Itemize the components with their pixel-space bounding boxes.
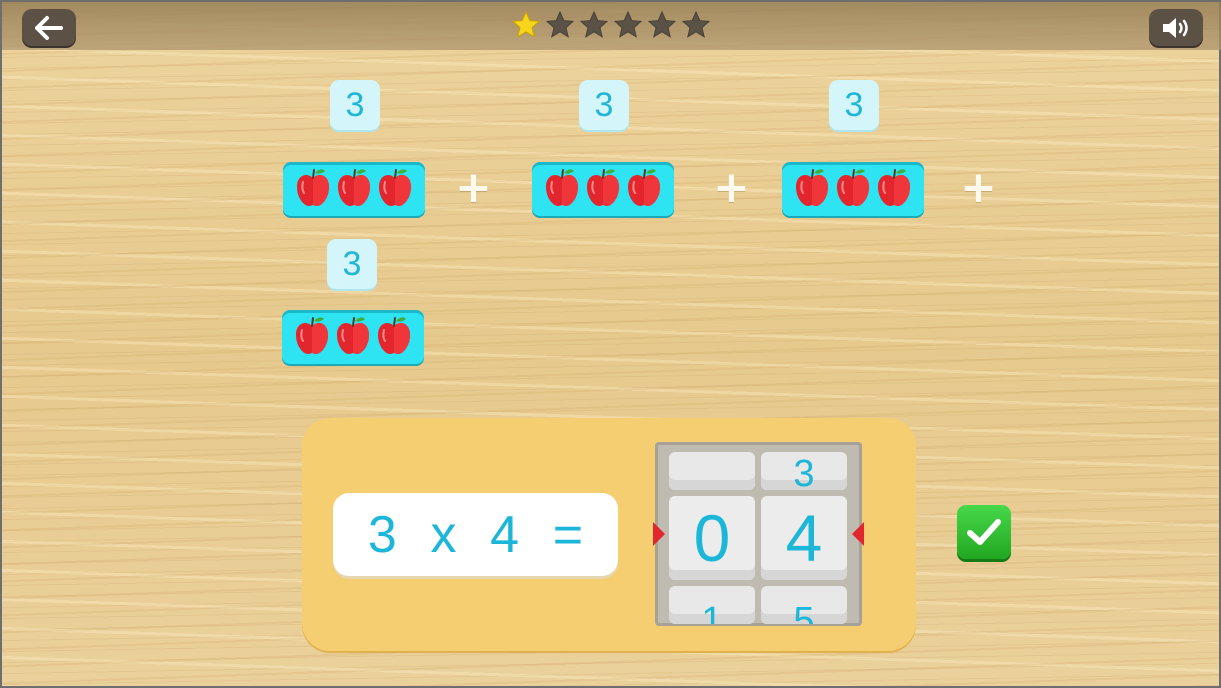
group-count: 3	[345, 85, 365, 124]
equation-left: 3	[367, 505, 397, 564]
ones-digit-wheel[interactable]: 4	[761, 496, 847, 580]
apple-icon	[293, 166, 333, 212]
answer-roller: 0 1 3 4 5	[655, 442, 862, 626]
equation-right: 4	[490, 505, 520, 564]
star-filled-icon	[511, 10, 541, 38]
group-count-tile: 3	[829, 80, 879, 130]
star-empty-icon	[579, 10, 609, 38]
star-empty-icon	[681, 10, 711, 38]
group-count-tile: 3	[330, 80, 380, 130]
ones-next-digit[interactable]: 5	[761, 586, 847, 624]
star-empty-icon	[545, 10, 575, 38]
equation-operator: x	[430, 505, 457, 564]
apple-tray	[283, 162, 425, 216]
apple-tray	[282, 310, 424, 364]
star-empty-icon	[613, 10, 643, 38]
apple-tray	[532, 162, 674, 216]
apple-icon	[874, 166, 914, 212]
group-count: 3	[594, 85, 614, 124]
apple-icon	[375, 166, 415, 212]
ones-digit: 4	[785, 501, 823, 575]
tens-digit-wheel[interactable]: 0	[669, 496, 755, 580]
apple-icon	[833, 166, 873, 212]
apple-icon	[583, 166, 623, 212]
ones-previous-digit[interactable]: 3	[761, 452, 847, 490]
plus-sign: +	[960, 162, 997, 213]
top-bar	[2, 2, 1221, 50]
apple-tray	[782, 162, 924, 216]
arrow-left-icon	[35, 15, 63, 40]
apple-icon	[374, 314, 414, 360]
group-count: 3	[844, 85, 864, 124]
plus-sign: +	[713, 162, 750, 213]
apple-icon	[542, 166, 582, 212]
tens-next-digit[interactable]: 1	[669, 586, 755, 624]
plus-sign: +	[455, 162, 492, 213]
roller-pointer-left-icon	[653, 522, 665, 546]
tens-digit: 0	[693, 501, 731, 575]
roller-pointer-right-icon	[852, 522, 864, 546]
apple-icon	[334, 166, 374, 212]
tens-previous-digit[interactable]	[669, 452, 755, 490]
back-button[interactable]	[22, 9, 76, 46]
equation-equals: =	[552, 505, 584, 564]
apple-icon	[792, 166, 832, 212]
checkmark-icon	[967, 519, 1001, 545]
star-rating	[511, 10, 711, 40]
check-answer-button[interactable]	[957, 505, 1011, 559]
speaker-icon	[1163, 17, 1188, 38]
equation-card: 3 x 4 =	[333, 493, 618, 576]
apple-icon	[624, 166, 664, 212]
group-count-tile: 3	[327, 239, 377, 289]
apple-icon	[333, 314, 373, 360]
group-count: 3	[342, 244, 362, 283]
group-count-tile: 3	[579, 80, 629, 130]
sound-button[interactable]	[1149, 9, 1203, 46]
apple-icon	[292, 314, 332, 360]
star-empty-icon	[647, 10, 677, 38]
